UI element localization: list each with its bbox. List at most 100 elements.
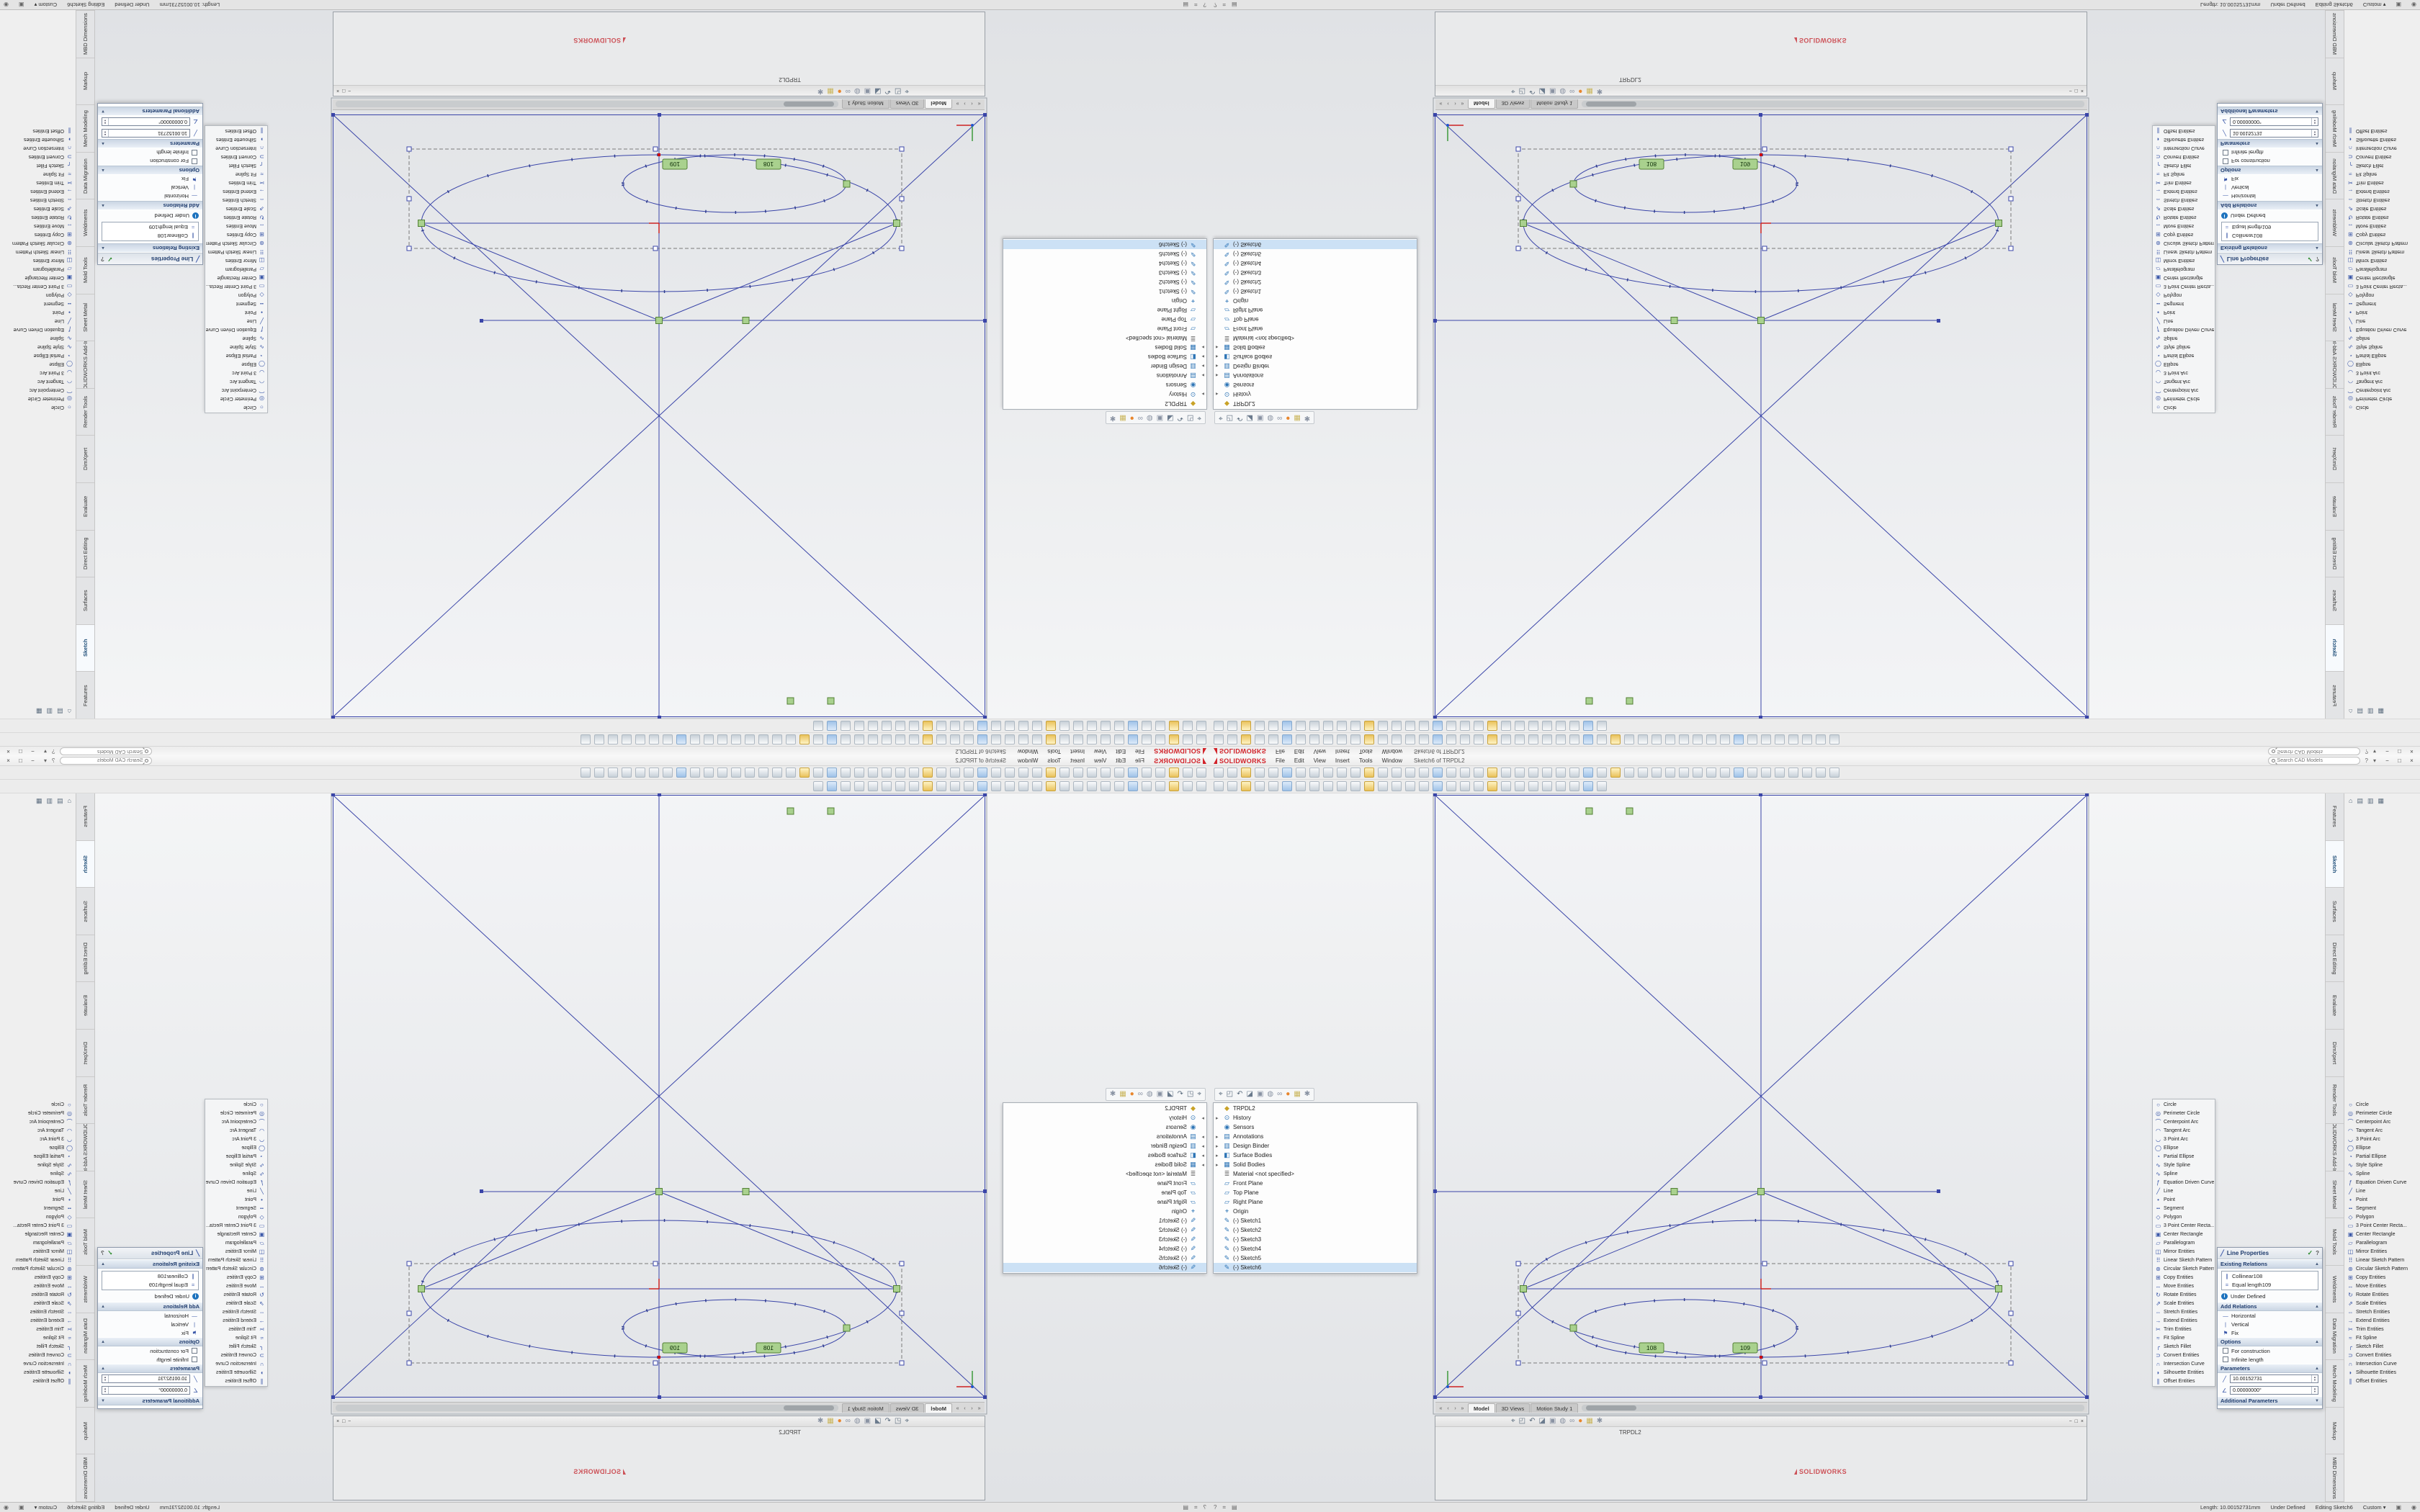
extruded-cut-icon[interactable] (1501, 768, 1511, 778)
minimize-button[interactable]: − (31, 748, 35, 755)
tab-scroll-arrow[interactable]: › (964, 1406, 966, 1411)
shell-icon[interactable] (745, 768, 755, 778)
eye-icon[interactable]: ◉ (2411, 1, 2416, 8)
tree-item[interactable]: ▸ ▦ Solid Bodies (1003, 343, 1206, 352)
tab-3d-views[interactable]: 3D Views (889, 99, 925, 109)
sketch-tool-item[interactable]: ƒ Equation Driven Curve (1, 1178, 74, 1187)
sketch-tool-item[interactable]: ◇ Polygon (2154, 291, 2214, 300)
no-solve-move-icon[interactable] (854, 781, 864, 791)
sketch-tool-item[interactable]: ◎ Perimeter Circle (2154, 395, 2214, 403)
sketch-tool-item[interactable]: ○ Circle (206, 1100, 266, 1109)
close-button[interactable]: × (2080, 88, 2084, 94)
sketch-tool-item[interactable]: ⊞ Copy Entities (2346, 1273, 2419, 1282)
add-relation-button[interactable]: ⚑ Fix (2218, 175, 2322, 184)
tree-item[interactable]: ✎ (-) Sketch4 (1214, 258, 1417, 268)
lofted-cut-icon[interactable] (854, 768, 864, 778)
section-view-icon[interactable] (1788, 768, 1798, 778)
secondary-window-titlebar[interactable]: ⌖◰↶◪▣◍∞●▦✱ − □ × (1435, 1416, 2087, 1427)
sketch-tool-item[interactable]: ∥ Offset Entities (1, 1377, 74, 1385)
tab-scroll-arrow[interactable]: › (1454, 101, 1456, 106)
sketch-tool-item[interactable]: ⊛ Circular Sketch Pattern (2346, 1264, 2419, 1273)
extend-entities-icon[interactable] (991, 721, 1001, 731)
file-explorer-icon[interactable]: ▥ (2367, 708, 2374, 715)
sketch-tool-item[interactable]: ↻ Rotate Entities (2154, 213, 2214, 222)
lofted-boss-icon[interactable] (1474, 734, 1484, 744)
checkbox[interactable] (192, 150, 197, 156)
expand-caret-icon[interactable]: ▸ (1201, 344, 1204, 350)
offset-entities-icon[interactable] (1392, 781, 1402, 791)
sketch-tool-item[interactable]: ◫ Mirror Entities (2154, 256, 2214, 265)
selection-filter-icon[interactable]: ⌗ (1222, 1, 1226, 9)
add-relation-button[interactable]: ⚑ Fix (98, 1328, 202, 1337)
view-orientation-icon[interactable]: ▣ (1256, 414, 1264, 422)
view-settings-icon[interactable]: ✱ (817, 87, 824, 95)
maximize-button[interactable]: □ (2074, 1418, 2078, 1424)
spinner-stepper[interactable]: ▲▼ (2311, 130, 2318, 137)
ok-check-icon[interactable]: ✓ (107, 256, 113, 263)
sketch-picture-icon[interactable] (813, 781, 823, 791)
section-add-relations[interactable]: Add Relations ▲ (2218, 201, 2322, 210)
sketch-tool-item[interactable]: ◯ Ellipse (206, 360, 266, 369)
tab-model[interactable]: Model (1468, 99, 1495, 109)
tab-scroll-arrow[interactable]: » (956, 1406, 959, 1411)
zoom-to-fit-icon[interactable] (663, 768, 673, 778)
section-options[interactable]: Options ▲ (98, 1337, 202, 1346)
line-icon[interactable] (1169, 781, 1179, 791)
circle-icon[interactable] (1268, 781, 1278, 791)
sketch-icon[interactable] (1005, 734, 1015, 744)
zoom-area-icon[interactable] (649, 734, 659, 744)
sketch-tool-item[interactable]: ∿ Spline (206, 1169, 266, 1178)
tree-item[interactable]: ▸ ▦ Solid Bodies (1214, 343, 1417, 352)
tab-surfaces[interactable]: Surfaces (2326, 577, 2344, 624)
options-icon[interactable] (1032, 768, 1042, 778)
zoom-to-fit-icon[interactable]: ⌖ (905, 87, 909, 95)
design-library-icon[interactable]: ▤ (57, 708, 63, 715)
lofted-boss-icon[interactable] (936, 734, 946, 744)
status-tools-icon[interactable]: ▤ (1231, 1, 1237, 9)
lofted-cut-icon[interactable] (854, 734, 864, 744)
relation-row[interactable]: ∥ Collinear108 (102, 1272, 198, 1280)
sketch-icon[interactable] (1005, 768, 1015, 778)
section-view-icon[interactable]: ◪ (874, 1417, 882, 1425)
maximize-button[interactable]: □ (342, 1418, 346, 1424)
scrollbar-thumb[interactable] (1586, 1405, 1637, 1410)
horizontal-scrollbar[interactable] (336, 101, 838, 107)
zoom-area-icon[interactable] (1761, 734, 1771, 744)
sketch-tool-item[interactable]: ↻ Rotate Entities (1, 1290, 74, 1299)
print-preview-icon[interactable] (1142, 768, 1152, 778)
checkbox[interactable] (2223, 1348, 2228, 1354)
tab-mbd-dimensions[interactable]: MBD Dimensions (2326, 1454, 2344, 1502)
sketch-tool-item[interactable]: ◫ Mirror Entities (206, 1247, 266, 1256)
length-parameter-field[interactable]: 10.00152731 ▲▼ (102, 1374, 190, 1383)
no-solve-move-icon[interactable] (1556, 781, 1566, 791)
sketch-tool-item[interactable]: ↻ Rotate Entities (2346, 213, 2419, 222)
expand-caret-icon[interactable]: ▸ (1201, 354, 1204, 359)
relations-listbox[interactable]: ∥ Collinear108 = Equal length109 (2221, 1271, 2318, 1290)
sketch-tool-item[interactable]: ◡ 3 Point Arc (1, 1135, 74, 1143)
move-entities-icon[interactable] (1446, 721, 1456, 731)
section-existing-relations[interactable]: Existing Relations ▲ (98, 1259, 202, 1269)
tree-item[interactable]: ▸ ◧ Surface Bodies (1214, 1151, 1417, 1160)
appearance-icon[interactable] (1829, 768, 1839, 778)
sketch-tool-item[interactable]: ✂ Trim Entities (2154, 179, 2214, 187)
sketch-tool-item[interactable]: ≈ Fit Spline (1, 1333, 74, 1342)
maximize-button[interactable]: □ (2074, 88, 2078, 94)
tree-item[interactable]: ✎ (-) Sketch5 (1214, 249, 1417, 258)
sketch-tool-item[interactable]: ◗ Silhouette Entities (1, 1368, 74, 1377)
sketch-tool-item[interactable]: ╱ Line (1, 317, 74, 325)
sketch-tool-item[interactable]: ∿ Style Spline (206, 1161, 266, 1169)
tab-features[interactable]: Features (76, 793, 94, 841)
tree-item[interactable]: ◆ TRPDL2 (1214, 1104, 1417, 1113)
quick-snaps-icon[interactable] (923, 781, 933, 791)
sketch-tool-item[interactable]: ▱ Parallelogram (2346, 1238, 2419, 1247)
zoom-to-area-icon[interactable]: ◰ (1186, 1090, 1194, 1098)
sketch-tool-item[interactable]: ▣ Center Rectangle (2346, 274, 2419, 282)
extruded-cut-icon[interactable] (909, 768, 919, 778)
sketch-tool-item[interactable]: ⌒ Centerpoint Arc (2346, 1117, 2419, 1126)
mirror-entities-icon[interactable] (1046, 721, 1056, 731)
expand-caret-icon[interactable]: ▸ (1216, 363, 1219, 369)
sketch-tool-item[interactable]: ↔ Move Entities (2154, 222, 2214, 230)
smart-dimension-icon[interactable] (1227, 721, 1237, 731)
add-relation-button[interactable]: ⚑ Fix (2218, 1328, 2322, 1337)
select-icon[interactable] (1018, 734, 1028, 744)
